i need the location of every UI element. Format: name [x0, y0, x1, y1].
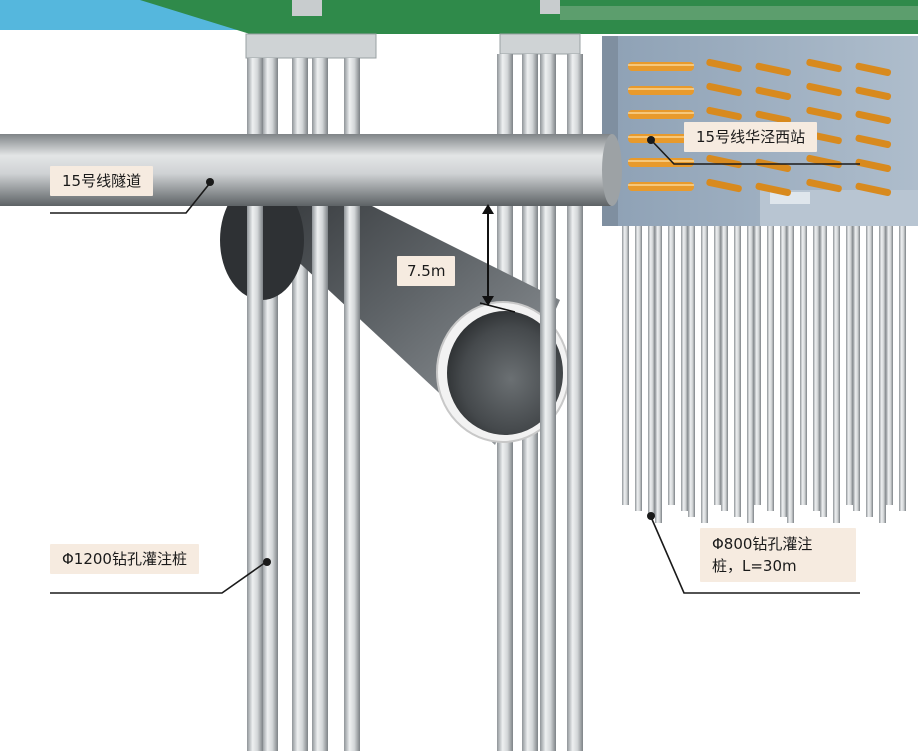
station-pile	[767, 226, 774, 511]
anchor-pipe-highlight	[628, 136, 694, 138]
anchor-pipe-short	[755, 158, 792, 173]
anchor-pipe-short	[706, 106, 742, 121]
anchor-pipe-highlight	[628, 160, 694, 162]
anchor-pipe-short	[806, 106, 842, 121]
pile800-label: Φ800钻孔灌注 桩，L=30m	[700, 528, 856, 582]
pile1200-label: Φ1200钻孔灌注桩	[50, 544, 199, 574]
pile-cap	[499, 33, 581, 55]
anchor-pipe-short	[806, 58, 842, 73]
anchor-pipe-short	[806, 82, 842, 97]
station-pile	[787, 226, 794, 523]
tunnel15-label: 15号线隧道	[50, 166, 154, 196]
station-pile	[688, 226, 695, 517]
anchor-pipe-short	[706, 58, 742, 73]
bored-pile	[247, 58, 263, 751]
river-area	[0, 0, 250, 30]
station-pile	[734, 226, 741, 517]
anchor-pipe-short	[706, 154, 742, 169]
anchor-pipe-short	[755, 62, 792, 77]
pile800-label-line1: Φ800钻孔灌注	[712, 535, 813, 553]
anchor-pipe-short	[855, 134, 892, 149]
station-pile	[886, 226, 893, 505]
station-pile	[800, 226, 807, 505]
anchor-pipe-short	[755, 86, 792, 101]
station-pile	[813, 226, 820, 511]
bored-pile	[344, 58, 360, 751]
anchor-pipe-short	[855, 182, 892, 197]
station-label: 15号线华泾西站	[684, 122, 818, 152]
station-pile	[635, 226, 642, 511]
station-pile	[721, 226, 728, 511]
anchor-pipe-short	[855, 86, 892, 101]
anchor-pipe-short	[806, 178, 842, 193]
station-pile	[754, 226, 761, 505]
anchor-pipe	[628, 182, 694, 191]
anchor-pipes	[628, 58, 892, 197]
anchor-pipe	[628, 62, 694, 71]
anchor-pipe-short	[706, 82, 742, 97]
clearance-dimension	[479, 204, 516, 313]
anchor-pipe-highlight	[628, 184, 694, 186]
station-pile	[846, 226, 853, 505]
anchor-pipe-short	[755, 110, 792, 125]
station-pile	[668, 226, 675, 505]
anchor-pipe	[628, 110, 694, 119]
anchor-pipe	[628, 86, 694, 95]
station-pile	[879, 226, 886, 523]
anchor-pipe-highlight	[628, 64, 694, 66]
leader-lines	[50, 136, 860, 594]
roof-detail	[560, 6, 918, 20]
station-pile	[622, 226, 629, 505]
pile800-label-line2: 桩，L=30m	[712, 557, 797, 575]
bored-pile	[540, 54, 556, 751]
anchor-pipe-short	[706, 178, 742, 193]
station-piles	[622, 226, 906, 523]
anchor-pipe-short	[806, 154, 842, 169]
roof-post	[292, 0, 322, 16]
bored-pile	[312, 58, 328, 751]
bored-pile	[567, 54, 583, 751]
anchor-pipe-highlight	[628, 88, 694, 90]
roof-post	[540, 0, 560, 14]
station-pile	[747, 226, 754, 523]
station-pile	[899, 226, 906, 511]
station-pile	[648, 226, 655, 517]
station-pile	[681, 226, 688, 511]
station-pile	[655, 226, 662, 523]
anchor-pipe-short	[855, 62, 892, 77]
anchor-pipe-short	[855, 158, 892, 173]
station-pile	[820, 226, 827, 517]
anchor-pipe	[628, 158, 694, 167]
clearance-label: 7.5m	[397, 256, 456, 286]
station-pile	[714, 226, 721, 505]
anchor-pipe-highlight	[628, 112, 694, 114]
pile-cap	[245, 33, 377, 59]
station-pile	[780, 226, 787, 517]
station-pile	[853, 226, 860, 511]
station-pile	[833, 226, 840, 523]
station-step	[770, 192, 810, 204]
station-pile	[701, 226, 708, 523]
anchor-pipe-short	[755, 182, 792, 197]
station-pile	[866, 226, 873, 517]
anchor-pipe-short	[855, 110, 892, 125]
bored-piles-front	[247, 54, 583, 751]
